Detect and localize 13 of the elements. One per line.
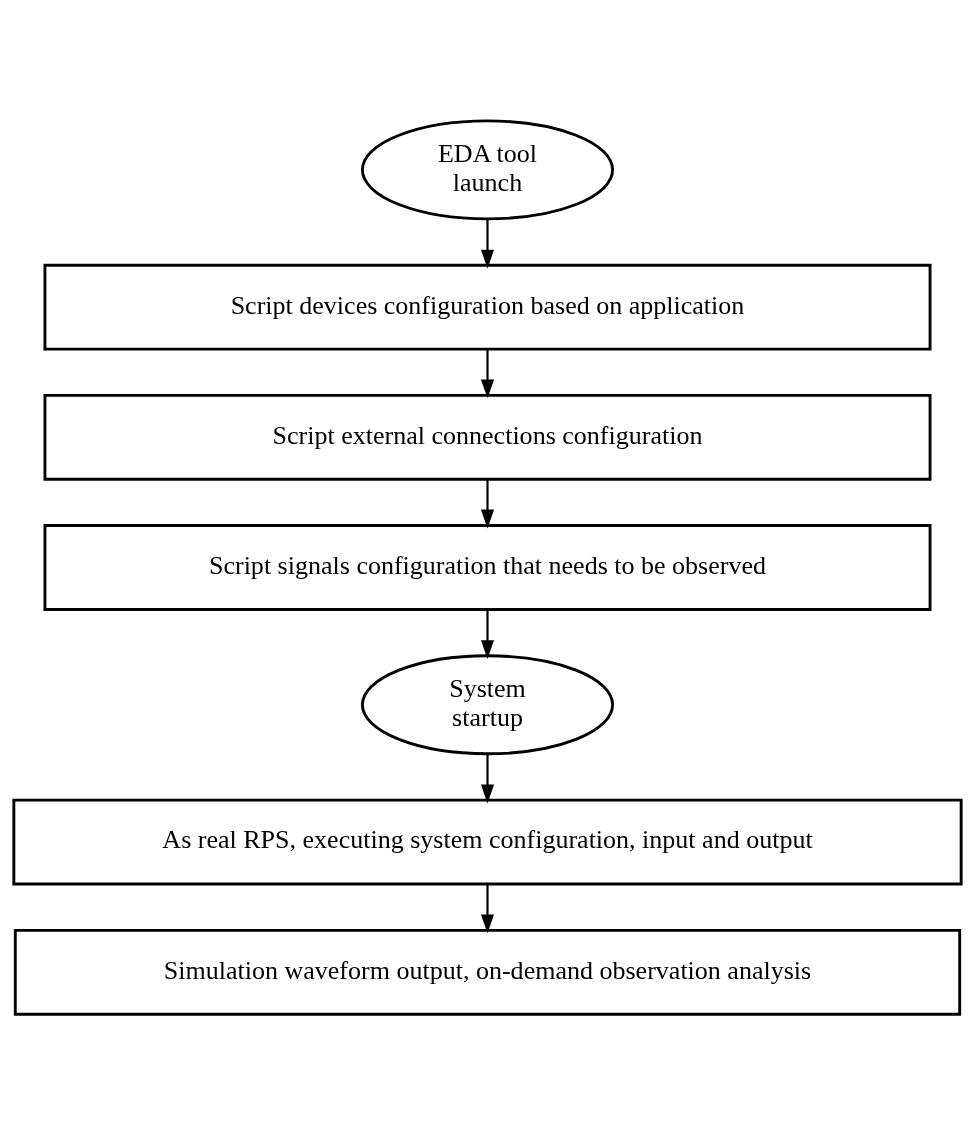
- arrow: [480, 609, 495, 659]
- node-box: Script signals configuration that needs to be observed: [43, 523, 932, 611]
- arrow: [480, 479, 495, 528]
- arrow: [480, 349, 495, 398]
- node-ellipse: EDA tool launch: [360, 118, 615, 220]
- node-box: As real RPS, executing system configuration, input and output: [12, 798, 963, 885]
- node-box: Script devices configuration based on application: [43, 263, 932, 351]
- arrow: [480, 218, 495, 268]
- arrow: [480, 753, 495, 803]
- node-ellipse: System startup: [360, 653, 615, 755]
- node-box: Script external connections configuration: [43, 393, 932, 481]
- node-box: Simulation waveform output, on-demand observation analysis: [13, 928, 962, 1016]
- arrow: [480, 884, 495, 933]
